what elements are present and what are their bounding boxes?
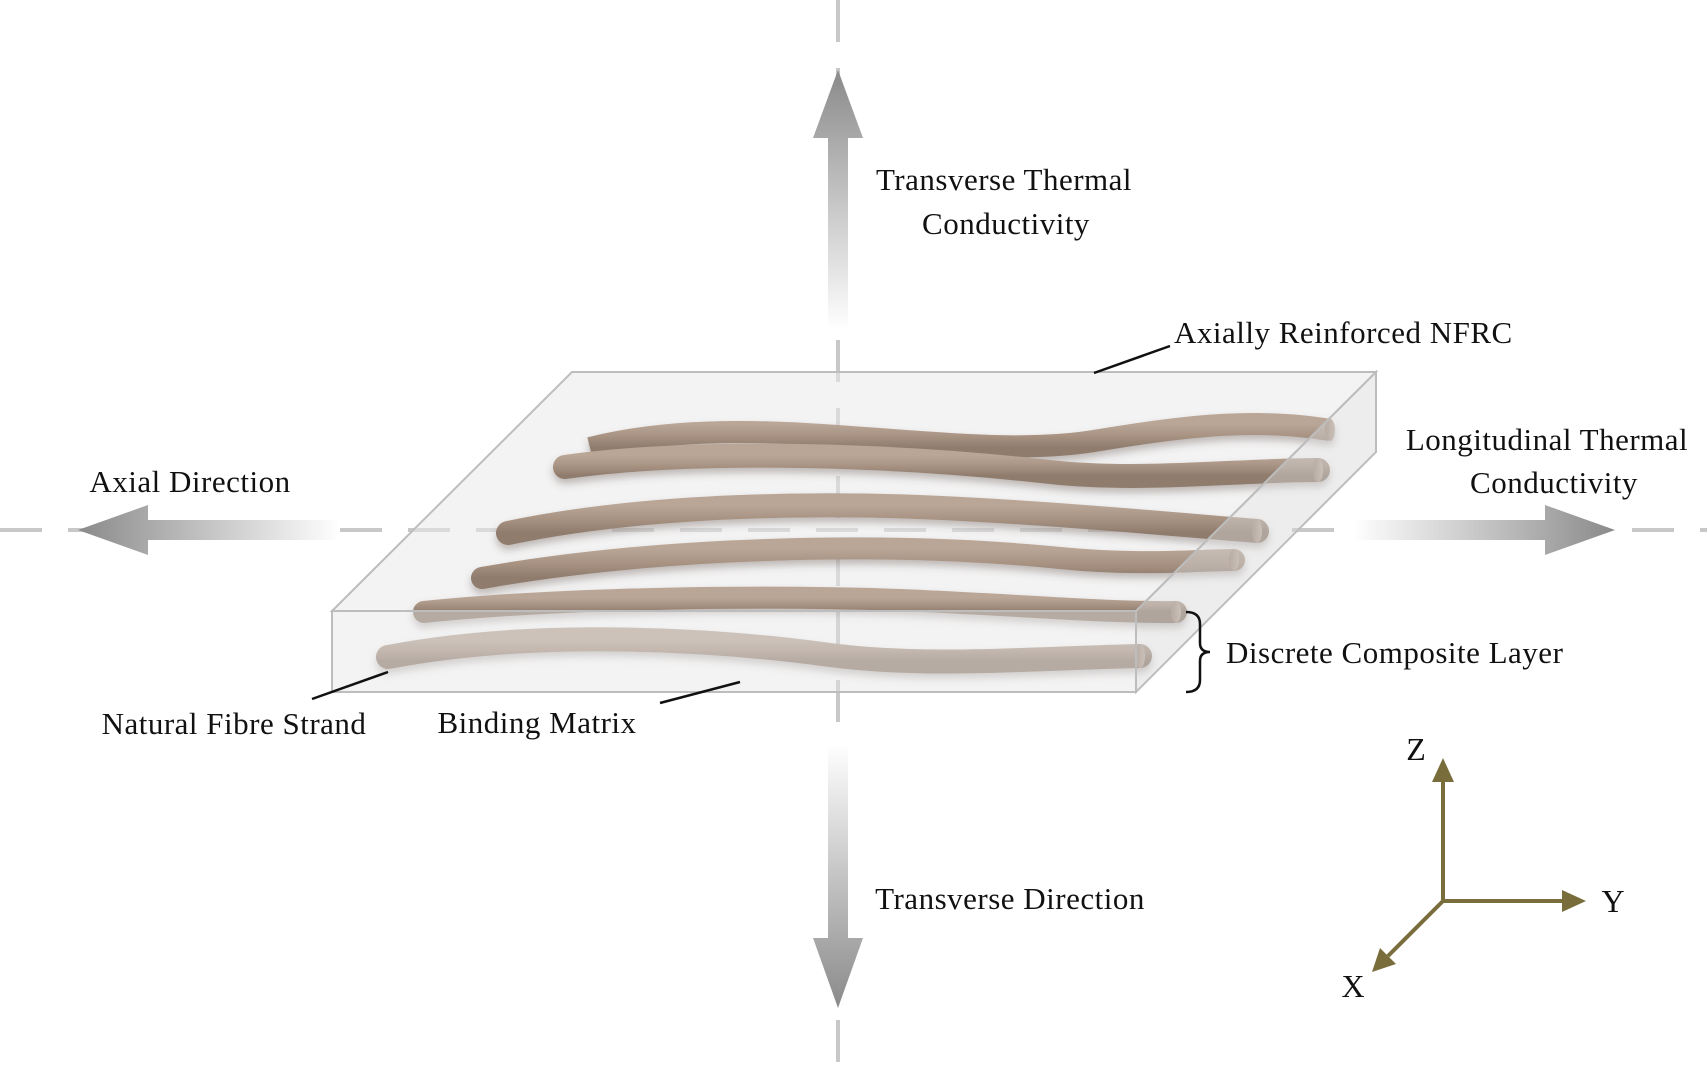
arrow-right xyxy=(1353,505,1615,555)
slab-front-face xyxy=(331,610,1137,693)
axial-direction-label: Axial Direction xyxy=(89,464,290,499)
fibre-end xyxy=(1135,644,1145,668)
axis-triad xyxy=(1372,758,1586,972)
y-axis-label: Y xyxy=(1601,883,1624,919)
fibre-end xyxy=(1171,601,1181,623)
arrow-down xyxy=(813,745,863,1008)
z-axis-label: Z xyxy=(1406,731,1426,767)
longitudinal-label-line2: Conductivity xyxy=(1470,465,1638,500)
transverse-direction-label: Transverse Direction xyxy=(875,881,1145,916)
leader-binding-matrix xyxy=(659,680,741,705)
slab-side-face xyxy=(1135,369,1377,695)
x-axis-arrowhead xyxy=(1372,948,1396,972)
fibre-strand xyxy=(496,493,1269,545)
y-axis-arrowhead xyxy=(1562,890,1586,912)
binding-matrix-label: Binding Matrix xyxy=(437,705,636,740)
leader-axially-reinforced xyxy=(1093,344,1171,375)
leader-natural-fibre xyxy=(311,670,389,701)
fibre-end xyxy=(1252,519,1262,543)
composite-slab xyxy=(329,369,1379,695)
arrow-up xyxy=(813,70,863,330)
fibre-end xyxy=(1313,458,1323,482)
longitudinal-label-line1: Longitudinal Thermal xyxy=(1406,422,1688,457)
arrow-left xyxy=(78,505,340,555)
transverse-thermal-label-line2: Conductivity xyxy=(922,206,1090,241)
transverse-thermal-label-line1: Transverse Thermal xyxy=(876,162,1132,197)
fibre-strands xyxy=(376,412,1335,674)
x-axis-line xyxy=(1386,899,1445,958)
fibre-strand xyxy=(376,627,1152,674)
discrete-layer-label: Discrete Composite Layer xyxy=(1226,635,1564,670)
natural-fibre-label: Natural Fibre Strand xyxy=(102,706,367,741)
fibre-end xyxy=(1229,549,1239,571)
fibre-strand xyxy=(587,412,1332,459)
fibre-strand xyxy=(553,443,1330,488)
fibre-end xyxy=(1325,419,1335,441)
z-axis-arrowhead xyxy=(1432,758,1454,782)
x-axis-label: X xyxy=(1341,968,1364,1004)
axially-reinforced-label: Axially Reinforced NFRC xyxy=(1174,315,1513,350)
fibre-strand xyxy=(471,537,1245,589)
layer-brace xyxy=(1185,610,1211,694)
